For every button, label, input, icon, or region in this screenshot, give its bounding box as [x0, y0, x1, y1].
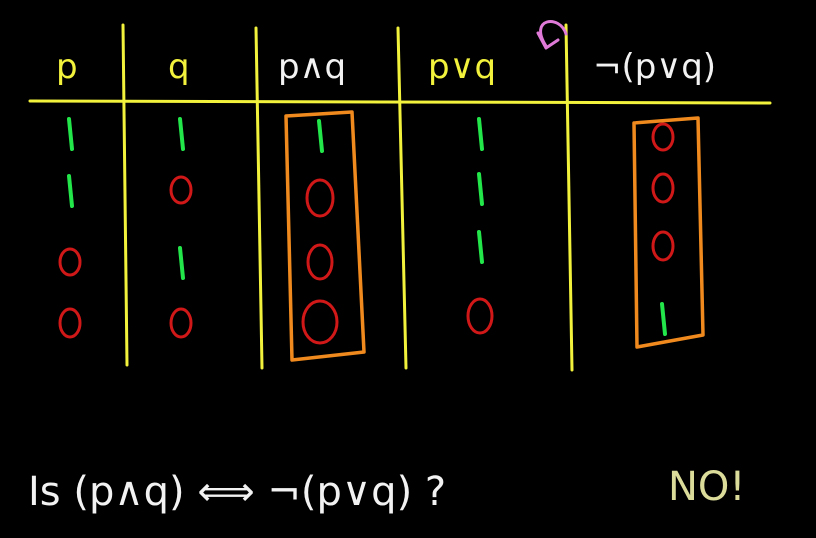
- column-divider: [564, 23, 574, 372]
- arrow-head-icon: [536, 31, 560, 50]
- header-row: p q p∧q p∨q ¬(p∨q): [56, 47, 716, 87]
- column-highlights: [284, 110, 705, 362]
- highlight-not-p-or-q-column: [632, 116, 705, 349]
- truth-value-one: [67, 117, 74, 151]
- header-q: q: [168, 47, 190, 87]
- truth-value-zero: [301, 299, 339, 345]
- truth-value-zero: [169, 175, 193, 205]
- column-divider: [254, 26, 264, 370]
- truth-value-zero: [466, 297, 494, 335]
- truth-value-one: [477, 117, 484, 151]
- highlight-p-and-q-column: [284, 110, 366, 362]
- header-p: p: [56, 47, 78, 87]
- truth-value-zero: [306, 243, 334, 281]
- truth-value-zero: [305, 178, 335, 218]
- truth-value-one: [660, 302, 667, 336]
- truth-value-one: [477, 230, 484, 264]
- truth-value-one: [317, 119, 324, 153]
- truth-value-zero: [58, 307, 82, 339]
- header-p-or-q: p∨q: [428, 47, 496, 87]
- header-p-and-q: p∧q: [278, 47, 346, 87]
- truth-value-one: [178, 117, 185, 151]
- equivalence-question: Is (p∧q) ⟺ ¬(p∨q) ?: [28, 469, 446, 515]
- column-divider: [396, 26, 408, 370]
- truth-value-one: [178, 246, 185, 280]
- table-grid: [28, 23, 772, 372]
- truth-value-zero: [651, 230, 675, 262]
- truth-value-one: [67, 174, 74, 208]
- answer-no: NO!: [668, 464, 745, 510]
- truth-value-zero: [169, 307, 193, 339]
- header-not-p-or-q: ¬(p∨q): [593, 47, 716, 87]
- truth-value-one: [477, 172, 484, 206]
- column-divider: [121, 23, 129, 367]
- truth-value-zero: [651, 172, 675, 204]
- truth-value-zero: [651, 122, 675, 152]
- truth-value-zero: [58, 247, 82, 277]
- truth-values: [58, 117, 675, 345]
